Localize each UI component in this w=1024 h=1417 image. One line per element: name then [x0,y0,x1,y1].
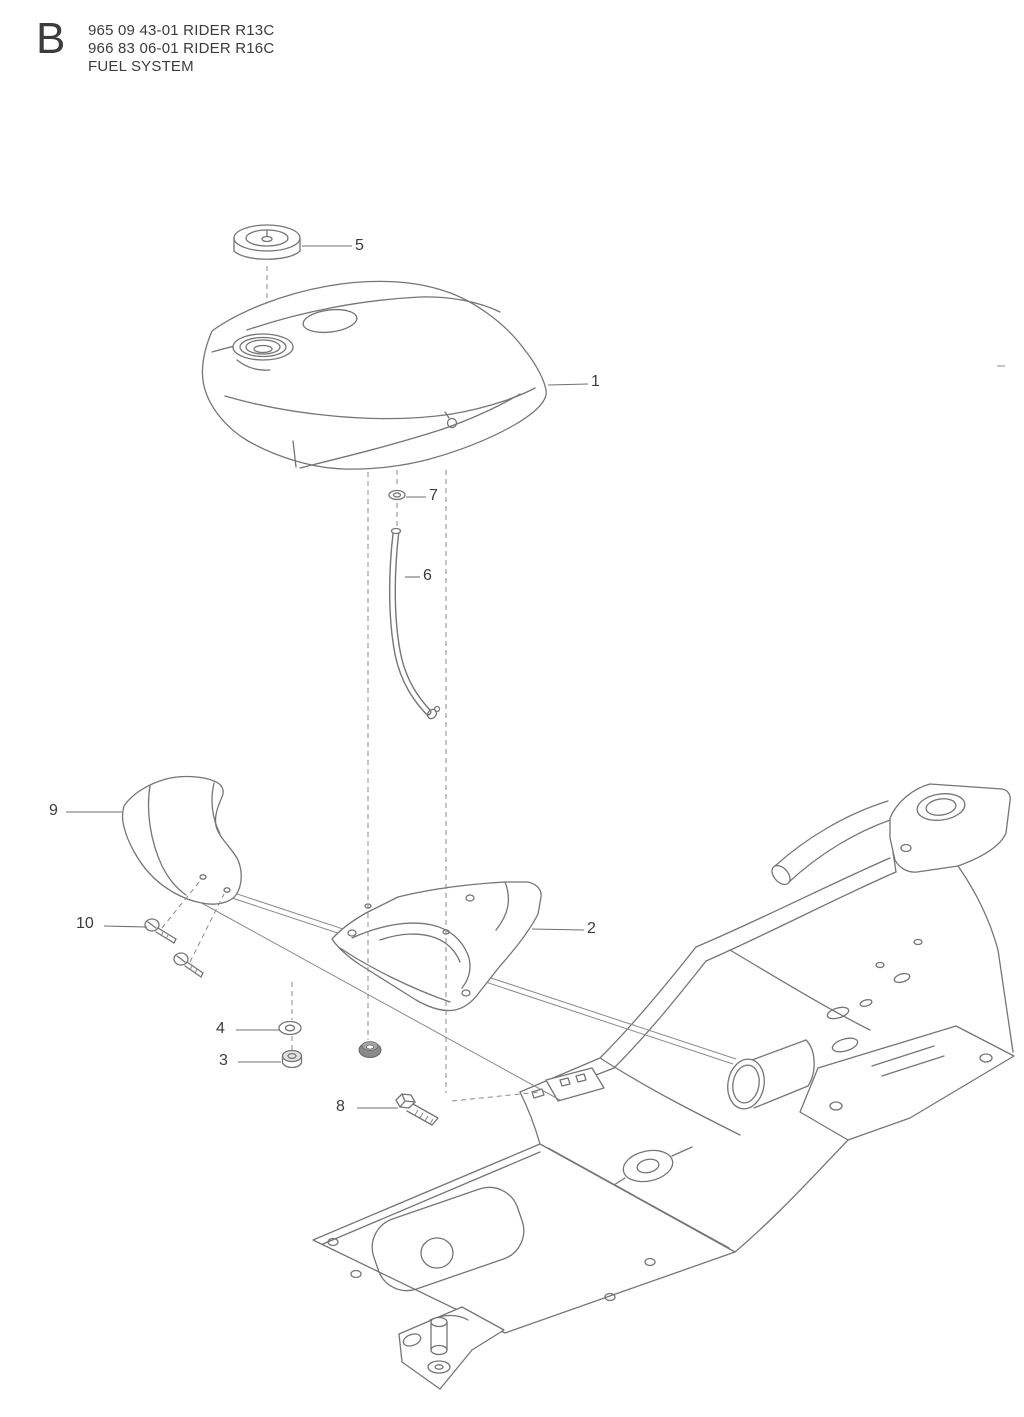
chassis-frame [312,365,1015,1390]
nut [281,1049,303,1069]
washer [278,1020,302,1036]
callout-1-fuel-tank: 1 [591,373,600,390]
hose-clamp [388,489,406,501]
filler-neck [232,333,294,361]
section-letter: B [36,14,66,63]
callout-5-fuel-cap: 5 [355,237,364,254]
fuel-tank [201,280,547,470]
bolt [395,1093,439,1126]
callout-6-fuel-hose: 6 [423,567,432,584]
model-number-line-1: 965 09 43-01 RIDER R13C [88,22,275,39]
callout-8-bolt: 8 [336,1098,345,1115]
fuel-hose [388,527,441,720]
callout-9-guard: 9 [49,802,58,819]
construction-lines [161,266,541,1102]
guard-plate [121,775,242,905]
callout-2-bracket: 2 [587,920,596,937]
screws [144,918,204,978]
diagram-title: FUEL SYSTEM [88,58,194,75]
callout-3-nut: 3 [219,1052,228,1069]
model-number-line-2: 966 83 06-01 RIDER R16C [88,40,275,57]
callout-4-washer: 4 [216,1020,225,1037]
leader-lines [66,245,589,1109]
callout-10-screw: 10 [76,915,94,932]
fuel-cap [233,224,301,260]
tank-bracket [331,881,542,1012]
rubber-grommet [358,1041,382,1058]
callout-7-hose-clamp: 7 [429,487,438,504]
